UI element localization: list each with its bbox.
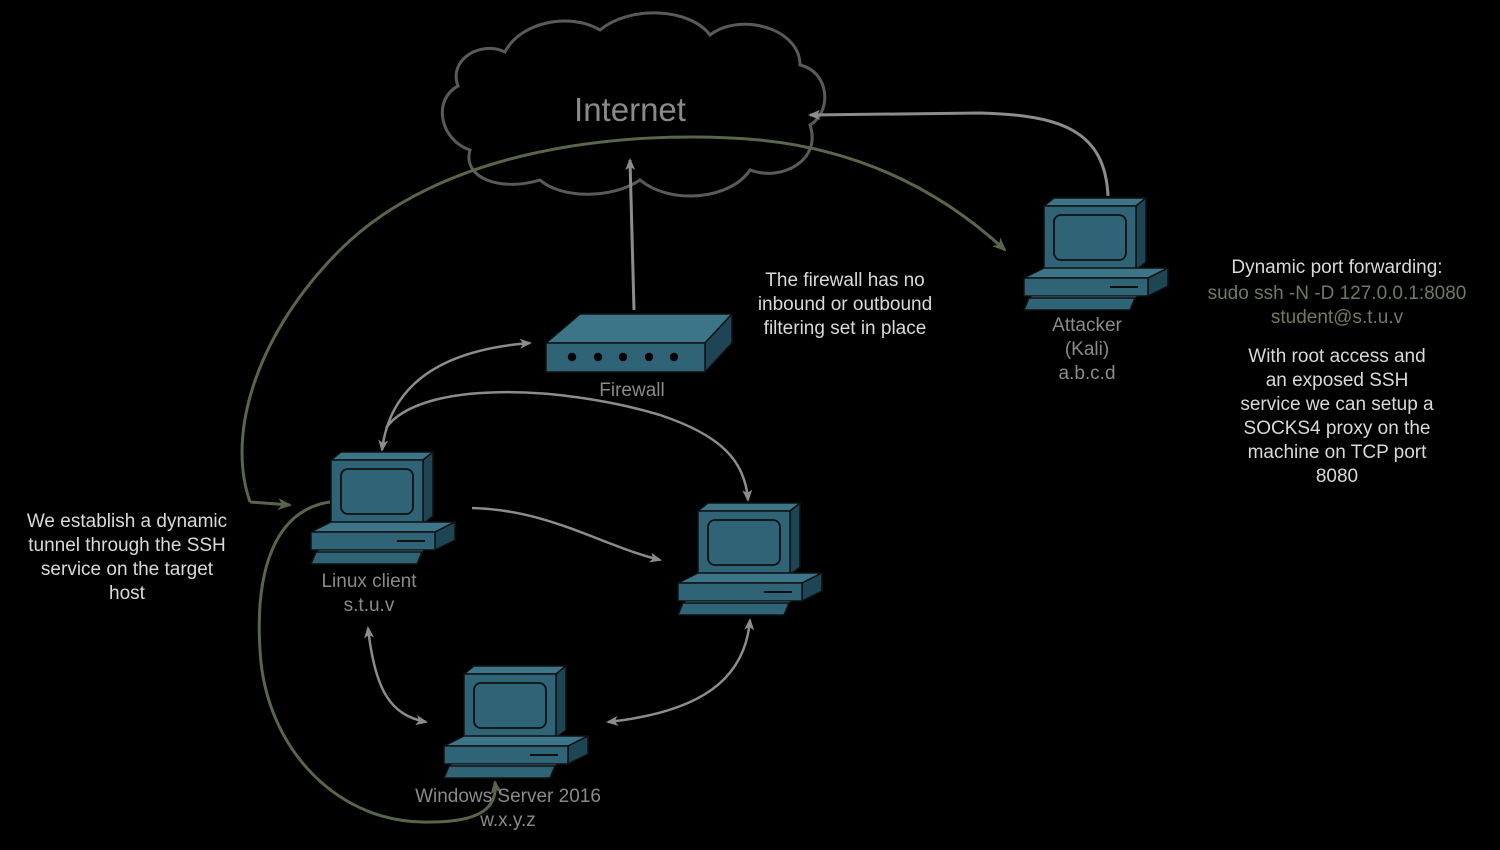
attacker-ip-label: a.b.c.d	[1058, 363, 1115, 384]
tunnel-note-line: host	[109, 583, 146, 604]
internal-windows-link	[606, 618, 755, 726]
firewall-label: Firewall	[599, 380, 664, 401]
tunnel-loop-to-windows	[257, 500, 503, 824]
attacker-os-label: (Kali)	[1065, 339, 1109, 360]
socks-note-line: an exposed SSH	[1266, 370, 1409, 391]
linux-client-label: Linux client	[321, 571, 417, 592]
attacker-to-internet-arrow	[808, 109, 1110, 197]
socks-note-line: With root access and	[1248, 346, 1425, 367]
firewall-appliance-icon	[543, 312, 734, 374]
firewall-note-line: filtering set in place	[764, 318, 927, 339]
linux-windows-link	[364, 626, 428, 725]
socks-note: With root access and an exposed SSH serv…	[1240, 346, 1434, 487]
forwarding-title: Dynamic port forwarding:	[1231, 257, 1442, 278]
socks-note-line: 8080	[1316, 466, 1358, 487]
internet-cloud	[440, 11, 827, 198]
linux-client-ip-label: s.t.u.v	[344, 595, 395, 616]
tunnel-note-line: tunnel through the SSH	[28, 535, 226, 556]
firewall-note-line: inbound or outbound	[758, 294, 932, 315]
socks-note-line: machine on TCP port	[1248, 442, 1428, 463]
internal-host-computer-icon	[677, 502, 823, 616]
internet-label: Internet	[574, 91, 686, 128]
firewall-to-internet-arrow	[625, 158, 636, 311]
firewall-note: The firewall has no inbound or outbound …	[758, 270, 932, 339]
tunnel-arc-to-attacker	[240, 135, 1007, 503]
windows-server-ip-label: w.x.y.z	[479, 810, 536, 831]
socks-note-line: service we can setup a	[1240, 394, 1434, 415]
tunnel-note-line: service on the target	[41, 559, 214, 580]
firewall-note-line: The firewall has no	[765, 270, 924, 291]
forwarding-command: sudo ssh -N -D 127.0.0.1:8080	[1208, 283, 1467, 304]
linux-to-internal-top-link	[384, 391, 753, 502]
forwarding-command-target: student@s.t.u.v	[1271, 307, 1404, 328]
windows-server-computer-icon	[443, 665, 589, 779]
linux-to-internal-link	[471, 506, 662, 563]
attacker-label: Attacker	[1052, 315, 1122, 336]
forwarding-note: Dynamic port forwarding: sudo ssh -N -D …	[1208, 257, 1467, 328]
tunnel-note: We establish a dynamic tunnel through th…	[27, 511, 227, 604]
tunnel-entry-arrow	[249, 498, 292, 511]
socks-note-line: SOCKS4 proxy on the	[1244, 418, 1431, 439]
windows-server-label: Windows Server 2016	[415, 786, 601, 807]
linux-client-computer-icon	[310, 451, 456, 565]
attacker-computer-icon	[1023, 197, 1169, 311]
tunnel-note-line: We establish a dynamic	[27, 511, 227, 532]
